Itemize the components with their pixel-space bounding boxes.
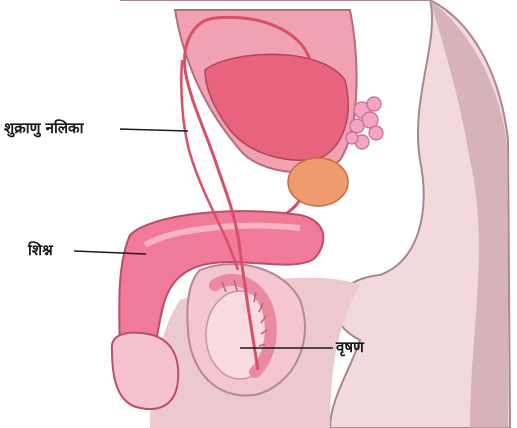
bladder-inner xyxy=(205,54,348,160)
label-testis: वृषण xyxy=(336,340,364,355)
leader-sperm-duct xyxy=(120,129,188,131)
prostate-gland xyxy=(288,158,348,206)
label-penis: शिश्न xyxy=(28,243,53,258)
glans xyxy=(112,333,178,409)
label-sperm-duct: शुक्राणु नलिका xyxy=(4,121,83,136)
